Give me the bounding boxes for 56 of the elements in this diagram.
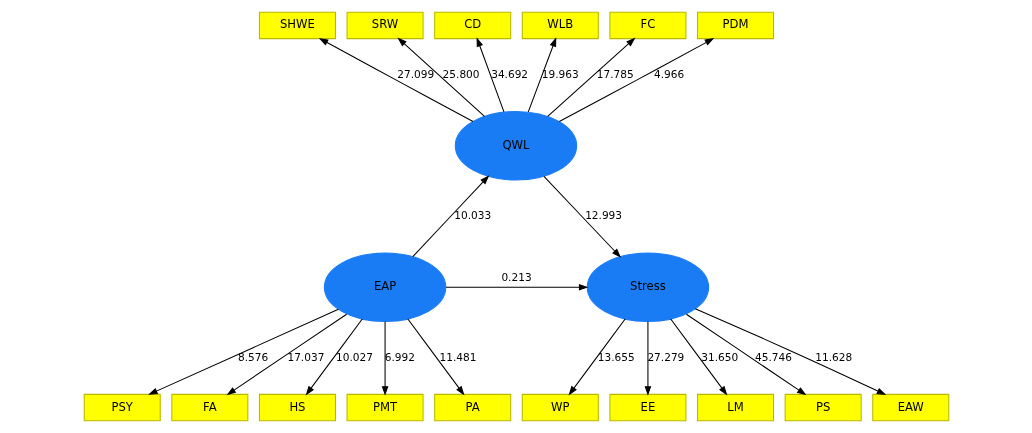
arrow <box>476 37 504 113</box>
edge-label: 0.213 <box>500 270 532 283</box>
node-box: PDM <box>696 11 774 40</box>
arrow <box>685 313 806 396</box>
arrow <box>411 175 489 258</box>
arrow <box>445 283 588 291</box>
edge-label: 10.033 <box>453 209 491 222</box>
arrow <box>694 308 886 395</box>
edge-label: 4.966 <box>653 67 684 80</box>
node-box: PA <box>433 393 511 422</box>
arrow <box>406 318 464 396</box>
edge-label: 25.800 <box>442 67 480 80</box>
arrow <box>527 37 556 113</box>
node-box: PSY <box>83 393 161 422</box>
node-ellipse: QWL <box>454 110 577 181</box>
node-box: SHWE <box>258 11 336 40</box>
node-box: WP <box>521 393 599 422</box>
arrow <box>669 318 727 396</box>
arrow <box>305 318 363 396</box>
node-box: WLB <box>521 11 599 40</box>
edge-label: 11.481 <box>438 350 476 363</box>
arrow <box>558 38 714 123</box>
edge-label: 11.628 <box>814 350 852 363</box>
node-ellipse: EAP <box>323 252 446 323</box>
node-box: FA <box>170 393 248 422</box>
arrow <box>226 313 347 396</box>
arrow <box>644 321 651 396</box>
edge-label: 31.650 <box>700 350 738 363</box>
arrow <box>318 38 474 123</box>
node-box: LM <box>696 393 774 422</box>
node-box: HS <box>258 393 336 422</box>
edge-label: 17.785 <box>596 67 634 80</box>
node-box: CD <box>433 11 511 40</box>
edge-label: 45.746 <box>754 350 792 363</box>
arrow <box>381 321 388 396</box>
node-box: PMT <box>346 393 424 422</box>
node-box: SRW <box>346 11 424 40</box>
edge-label: 27.279 <box>646 350 684 363</box>
arrow <box>542 175 621 258</box>
edge-label: 12.993 <box>584 209 622 222</box>
arrow <box>568 318 626 396</box>
arrow <box>147 308 339 395</box>
edge-label: 13.655 <box>597 350 635 363</box>
node-box: FC <box>608 11 686 40</box>
node-ellipse: Stress <box>586 252 709 323</box>
node-box: EE <box>608 393 686 422</box>
edge-label: 27.099 <box>396 67 434 80</box>
edge-label: 34.692 <box>490 67 528 80</box>
arrow <box>396 37 485 117</box>
edge-label: 17.037 <box>286 350 324 363</box>
edge-label: 19.963 <box>541 67 579 80</box>
node-box: PS <box>784 393 862 422</box>
edge-label: 8.576 <box>237 350 268 363</box>
edge-label: 10.027 <box>335 350 373 363</box>
node-box: EAW <box>871 393 949 422</box>
arrow <box>546 37 635 117</box>
